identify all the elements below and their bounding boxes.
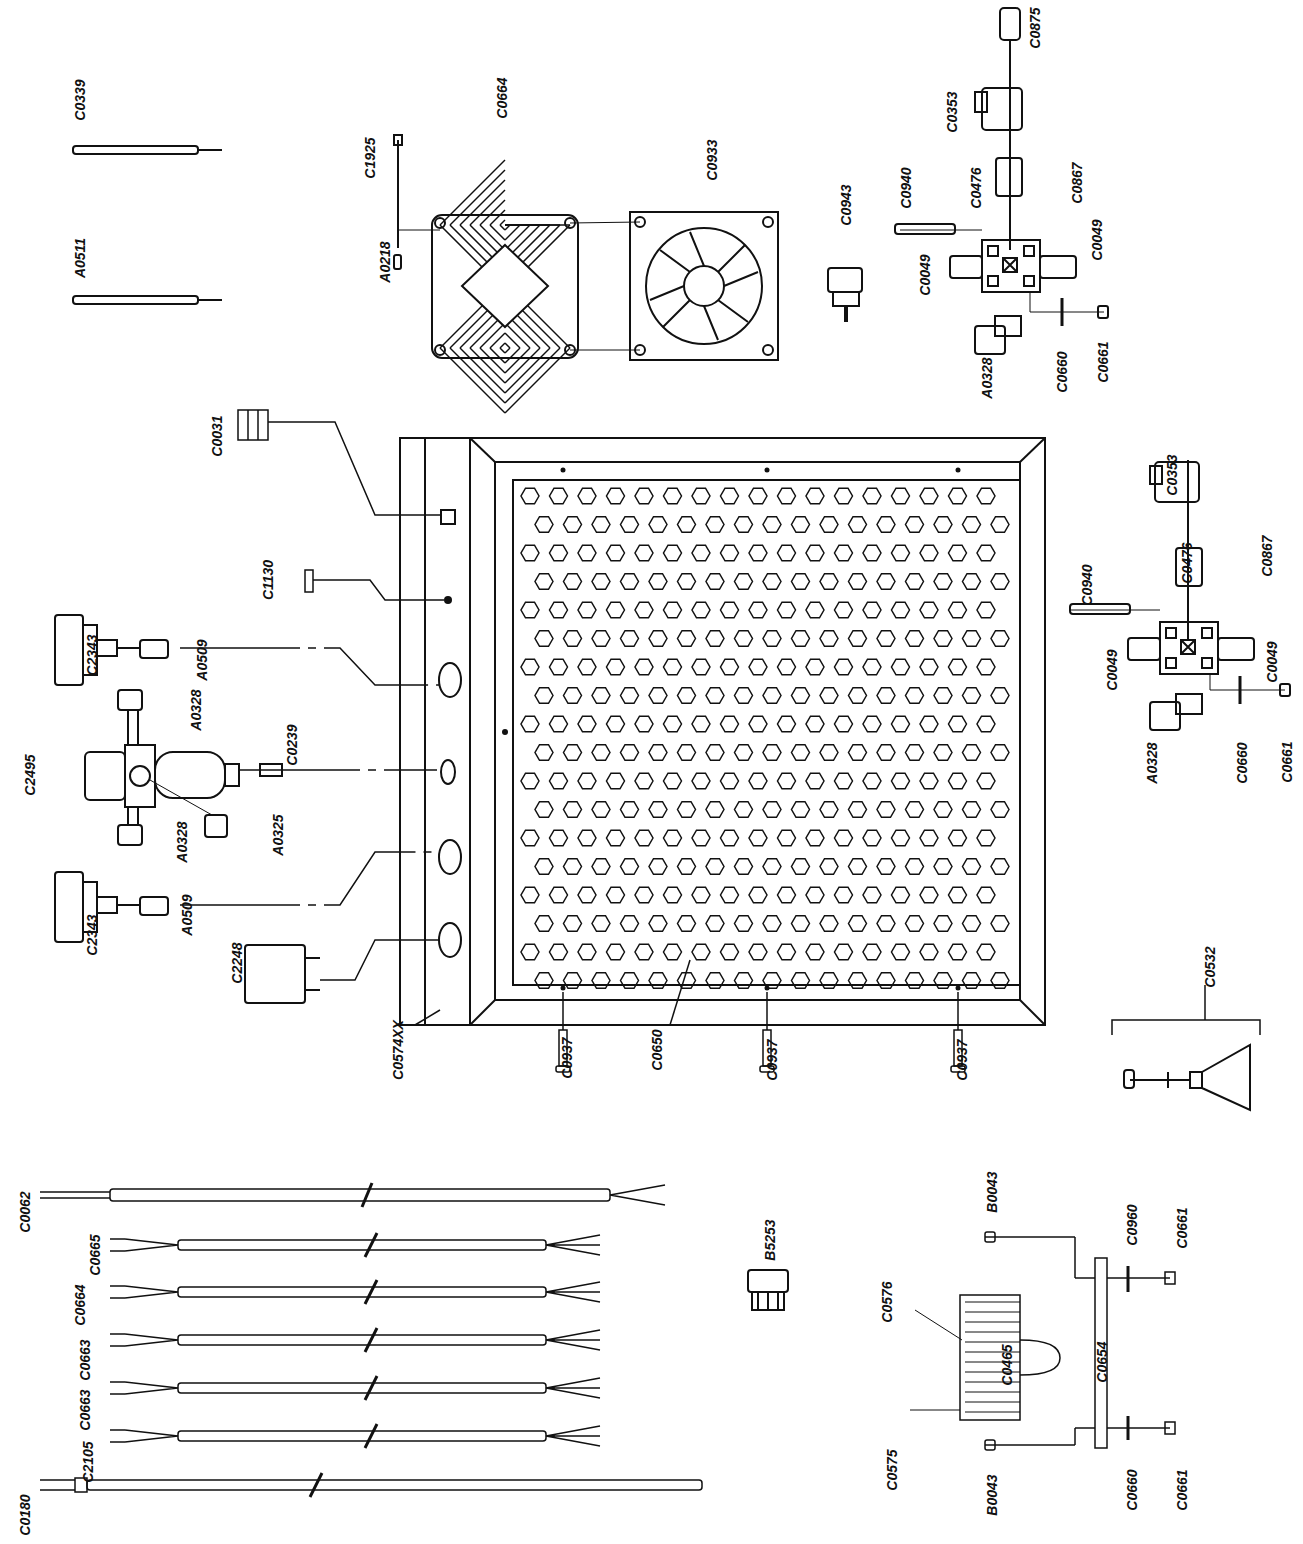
part-number: C0031 bbox=[210, 415, 224, 456]
part-number: C0062 bbox=[18, 1191, 32, 1232]
part-number: A0325 bbox=[271, 814, 285, 855]
part-number: B0043 bbox=[985, 1474, 999, 1515]
part-number: C0943 bbox=[839, 184, 853, 225]
part-number: C0660 bbox=[1055, 351, 1069, 392]
part-number: C0576 bbox=[880, 1281, 894, 1322]
part-number: C0574XX bbox=[391, 1020, 405, 1080]
part-number: A0218 bbox=[378, 241, 392, 282]
part-number: C2105 bbox=[81, 1441, 95, 1482]
part-number: C0339 bbox=[73, 79, 87, 120]
perforation bbox=[521, 488, 1009, 988]
part-number: C0465 bbox=[1000, 1344, 1014, 1385]
part-number: A0509 bbox=[180, 894, 194, 935]
part-number: A0328 bbox=[980, 357, 994, 398]
part-number: C0532 bbox=[1203, 946, 1217, 987]
part-number: C0940 bbox=[899, 167, 913, 208]
part-number: C0940 bbox=[1080, 564, 1094, 605]
part-number: A0511 bbox=[73, 238, 87, 278]
part-number: C2248 bbox=[230, 942, 244, 983]
part-number: C0049 bbox=[1265, 641, 1279, 682]
part-number: C0665 bbox=[88, 1234, 102, 1275]
part-number: C0353 bbox=[1165, 454, 1179, 495]
part-number: C0049 bbox=[1105, 649, 1119, 690]
part-number: C0937 bbox=[765, 1039, 779, 1080]
part-number: C2343 bbox=[85, 634, 99, 675]
part-number: C0654 bbox=[1095, 1341, 1109, 1382]
part-number: C0867 bbox=[1260, 535, 1274, 576]
part-number: C0476 bbox=[969, 167, 983, 208]
part-number: C1130 bbox=[261, 560, 275, 600]
part-number: C2495 bbox=[23, 754, 37, 795]
part-number: C0575 bbox=[885, 1449, 899, 1490]
part-number: C0476 bbox=[1180, 542, 1194, 583]
part-number: C0239 bbox=[285, 724, 299, 765]
part-number: C0875 bbox=[1028, 7, 1042, 48]
part-number: B5253 bbox=[763, 1219, 777, 1260]
part-number: C1925 bbox=[363, 137, 377, 178]
part-number: C0650 bbox=[650, 1029, 664, 1070]
part-number: A0328 bbox=[189, 689, 203, 730]
part-number: A0328 bbox=[1145, 742, 1159, 783]
part-number: C0049 bbox=[918, 254, 932, 295]
part-number: C0937 bbox=[560, 1037, 574, 1078]
part-number: C0960 bbox=[1125, 1204, 1139, 1245]
part-number: C0664 bbox=[73, 1284, 87, 1325]
part-number: C0937 bbox=[955, 1039, 969, 1080]
part-number: C0663 bbox=[78, 1339, 92, 1380]
part-number: A0328 bbox=[175, 821, 189, 862]
part-number: C0663 bbox=[78, 1389, 92, 1430]
part-number: C0661 bbox=[1175, 1207, 1189, 1248]
part-number: C0049 bbox=[1090, 219, 1104, 260]
part-number: C0660 bbox=[1235, 742, 1249, 783]
part-number: C0180 bbox=[18, 1494, 32, 1535]
part-number: C0867 bbox=[1070, 162, 1084, 203]
part-number: C0661 bbox=[1096, 341, 1110, 382]
part-number: C0664 bbox=[495, 77, 509, 118]
part-number: C0933 bbox=[705, 139, 719, 180]
part-number: C0661 bbox=[1280, 741, 1294, 782]
part-number: C2343 bbox=[85, 914, 99, 955]
part-number: B0043 bbox=[985, 1171, 999, 1212]
part-number: C0353 bbox=[945, 91, 959, 132]
part-number: C0660 bbox=[1125, 1469, 1139, 1510]
part-number: A0509 bbox=[195, 639, 209, 680]
part-number: C0661 bbox=[1175, 1469, 1189, 1510]
